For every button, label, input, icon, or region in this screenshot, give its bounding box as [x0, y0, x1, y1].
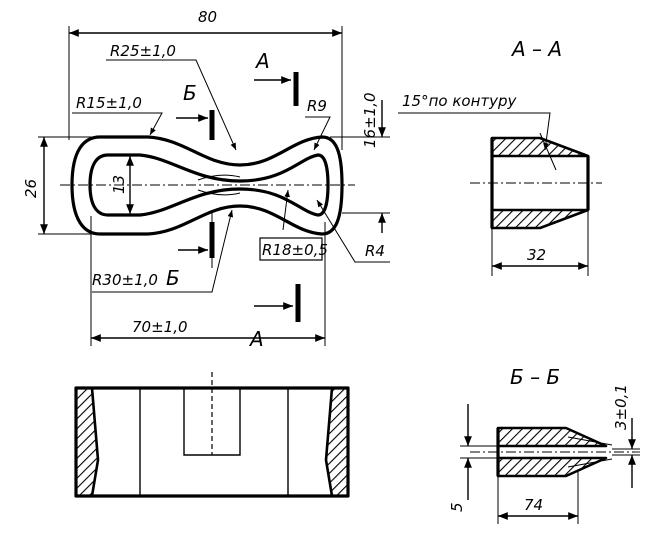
- section-a-bottom-marks: [254, 284, 301, 322]
- h13-label: 13: [110, 175, 128, 194]
- section-aa-title: А – А: [510, 37, 562, 61]
- dimension-r4: R4: [316, 199, 390, 263]
- r15-label: R15±1,0: [76, 94, 142, 112]
- cut-a-bottom-label: А: [248, 327, 264, 351]
- cut-b-bottom-label: Б: [166, 266, 180, 290]
- dimension-r30: R30±1,0 Б: [92, 209, 234, 293]
- cut-b-top-label: Б: [183, 81, 197, 105]
- slot-hint: [197, 174, 241, 196]
- h3-label: 3±0,1: [612, 384, 630, 430]
- dimension-r9: R9: [305, 97, 331, 151]
- outer-contour: [70, 135, 344, 236]
- section-b-marks: Б: [176, 81, 215, 268]
- bb-upper-hatch: [496, 426, 608, 448]
- dimension-26: 26: [22, 136, 98, 235]
- aa-lower-hatch: [490, 208, 590, 230]
- inner-contour: [88, 153, 330, 217]
- dimension-70: 70±1,0 А: [90, 216, 326, 351]
- w32-label: 32: [527, 246, 546, 264]
- r18-label: R18±0,5: [262, 241, 328, 259]
- section-a-top-marks: А: [254, 49, 299, 106]
- front-view: [74, 372, 350, 498]
- r25-label: R25±1,0: [110, 42, 176, 60]
- h5-label: 5: [448, 502, 466, 512]
- section-bb-title: Б – Б: [510, 365, 560, 389]
- bb-lower-hatch: [496, 456, 608, 478]
- dimension-r25: R25±1,0: [106, 42, 237, 151]
- h16-label: 16±1,0: [361, 92, 379, 148]
- dim-80-label: 80: [198, 8, 217, 26]
- r4-label: R4: [365, 242, 385, 260]
- section-bb: Б – Б 5 3±0,1 74: [448, 365, 640, 524]
- cut-a-top-label: А: [254, 49, 270, 73]
- section-aa: А – А 15°по контуру 32: [398, 37, 602, 276]
- w74-label: 74: [524, 496, 543, 514]
- r9-label: R9: [307, 97, 327, 115]
- front-right-section: [324, 386, 350, 498]
- h26-label: 26: [22, 179, 40, 198]
- w70-label: 70±1,0: [132, 318, 188, 336]
- plan-view: [60, 135, 355, 236]
- dimension-80: 80: [68, 8, 343, 150]
- dimension-16: 16±1,0: [330, 92, 390, 233]
- angle-note: 15°по контуру: [402, 92, 518, 110]
- aa-upper-hatch: [490, 136, 590, 158]
- dimension-r15: R15±1,0: [72, 94, 163, 136]
- front-left-section: [74, 386, 100, 498]
- dimension-r18: R18±0,5: [259, 189, 328, 261]
- dimension-13: 13: [110, 156, 134, 214]
- r30-label: R30±1,0: [92, 271, 158, 289]
